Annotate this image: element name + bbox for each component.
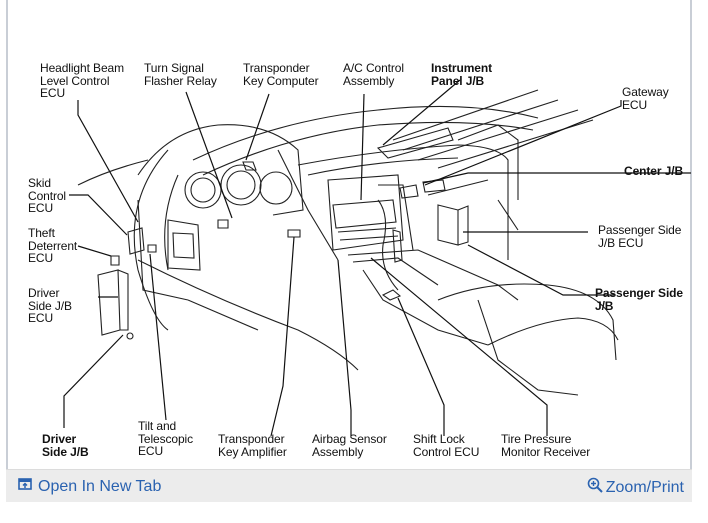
label-shift-lock-control-ecu: Shift Lock Control ECU	[413, 432, 480, 459]
open-in-new-tab-link[interactable]: Open In New Tab	[18, 477, 161, 496]
label-passenger-side-jb-ecu: Passenger Side J/B ECU	[598, 223, 682, 250]
label-gateway-ecu: Gateway ECU	[622, 85, 669, 112]
label-theft-deterrent-ecu: Theft Deterrent ECU	[28, 226, 78, 265]
label-ac-control-assembly: A/C Control Assembly	[343, 61, 404, 88]
zoom-print-label: Zoom/Print	[605, 478, 684, 496]
label-transponder-key-computer: Transponder Key Computer	[243, 61, 319, 88]
label-center-jb: Center J/B	[624, 164, 684, 178]
magnifier-plus-icon	[587, 477, 603, 498]
label-driver-side-jb: Driver Side J/B	[42, 432, 89, 459]
dashboard-line-drawing	[63, 79, 691, 437]
label-driver-side-jb-ecu: Driver Side J/B ECU	[28, 286, 72, 325]
image-footer-bar: Open In New Tab Zoom/Print	[6, 469, 692, 502]
label-tire-pressure-monitor-receiver: Tire Pressure Monitor Receiver	[501, 432, 591, 459]
zoom-print-link[interactable]: Zoom/Print	[587, 477, 684, 498]
label-passenger-side-jb: Passenger Side J/B	[595, 286, 683, 313]
component-location-diagram: Headlight Beam Level Control ECU Turn Si…	[18, 0, 694, 468]
label-tilt-and-telescopic-ecu: Tilt and Telescopic ECU	[138, 419, 194, 458]
label-airbag-sensor-assembly: Airbag Sensor Assembly	[312, 432, 387, 459]
label-headlight-beam-level-control-ecu: Headlight Beam Level Control ECU	[40, 61, 124, 100]
label-transponder-key-amplifier: Transponder Key Amplifier	[218, 432, 287, 459]
open-in-new-tab-icon	[18, 477, 32, 496]
label-instrument-panel-jb: Instrument Panel J/B	[431, 61, 493, 88]
open-in-new-tab-label: Open In New Tab	[38, 477, 162, 495]
label-turn-signal-flasher-relay: Turn Signal Flasher Relay	[144, 61, 217, 88]
label-skid-control-ecu: Skid Control ECU	[28, 176, 66, 215]
diagram-frame: Headlight Beam Level Control ECU Turn Si…	[6, 0, 692, 502]
